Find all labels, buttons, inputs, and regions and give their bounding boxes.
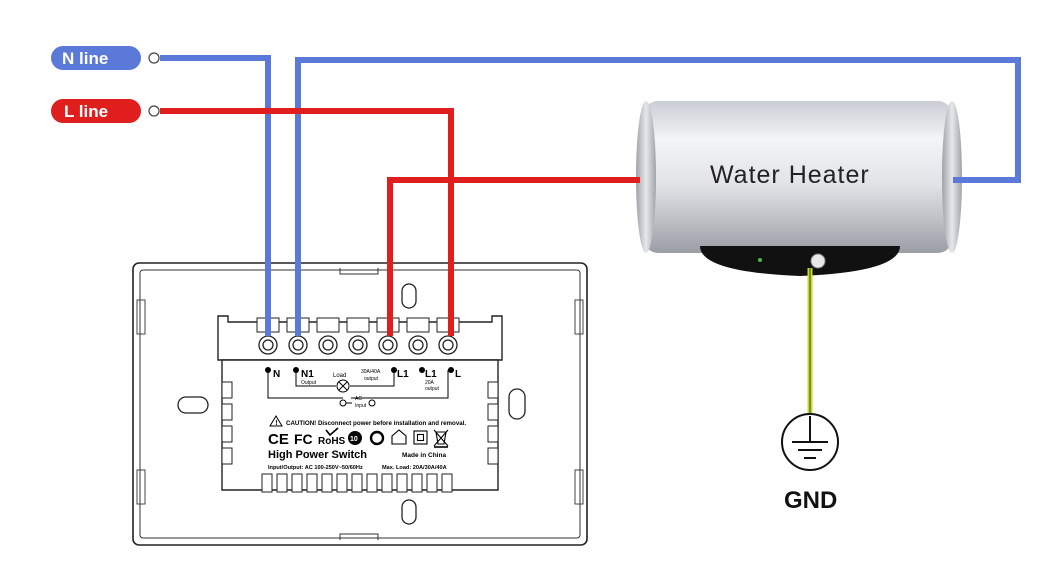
io-spec: Input/Output: AC 100-250V~50/60Hz: [268, 465, 363, 471]
ce-mark: CE: [268, 431, 289, 448]
n-line-swatch: [51, 46, 141, 70]
n-line-terminal-icon: [148, 52, 160, 64]
terminal-label-l1-b: L1: [425, 369, 437, 380]
l-line-legend: L line: [51, 99, 160, 123]
rating-badge-icon: [348, 431, 362, 445]
heater-label: Water Heater: [710, 161, 870, 189]
l1-wire: [387, 177, 640, 336]
ground-label: GND: [784, 487, 837, 514]
terminal-label-l1-a: L1: [397, 369, 409, 380]
recycle-icon: [369, 430, 385, 446]
rating-label: 30A/40A: [361, 369, 381, 375]
l-line-wire: [160, 108, 454, 336]
warning-icon: [269, 415, 283, 427]
home-icon: [391, 429, 407, 445]
rating-badge: 10: [350, 436, 358, 443]
module-title: High Power Switch: [268, 449, 367, 461]
fc-mark: FC: [294, 431, 313, 447]
rohs-mark: RoHS: [318, 436, 346, 447]
l-line-terminal-icon: [148, 105, 160, 117]
terminal-label-n: N: [273, 369, 280, 380]
max-load-spec: Max. Load: 20A/30A/40A: [382, 465, 447, 471]
input-label: Input: [355, 403, 367, 409]
weee-bin-icon: [433, 429, 449, 448]
terminal-screws: [258, 335, 458, 355]
double-insulation-icon: [413, 430, 428, 445]
terminal-sublabel-output-2: output: [425, 386, 440, 392]
terminal-sublabel-output: Output: [301, 380, 317, 386]
n1-wire: [295, 57, 1021, 336]
module-schematic: N N1 Output Load 30A/40A output L1 L1 20…: [265, 367, 466, 471]
n-line-wire: [160, 55, 271, 336]
ground-symbol: GND: [781, 413, 839, 514]
terminal-sublabel-20a: 20A: [425, 380, 435, 386]
warning-mark: !: [275, 420, 277, 427]
l-line-label: L line: [64, 102, 108, 121]
ac-label: AC: [355, 396, 362, 402]
load-label: Load: [333, 373, 346, 379]
l-line-swatch: [51, 99, 141, 123]
terminal-label-n1: N1: [301, 369, 314, 380]
caution-text: CAUTION! Disconnect power before install…: [286, 420, 466, 427]
made-in: Made in China: [402, 452, 446, 459]
water-heater: Water Heater: [636, 101, 962, 276]
terminal-label-l: L: [455, 369, 461, 380]
check-icon: [325, 427, 339, 437]
heater-knob-icon: [810, 253, 826, 269]
rating-sublabel: output: [364, 376, 379, 382]
wires: [160, 55, 1021, 415]
n-line-label: N line: [62, 49, 108, 68]
n-line-legend: N line: [51, 46, 160, 70]
